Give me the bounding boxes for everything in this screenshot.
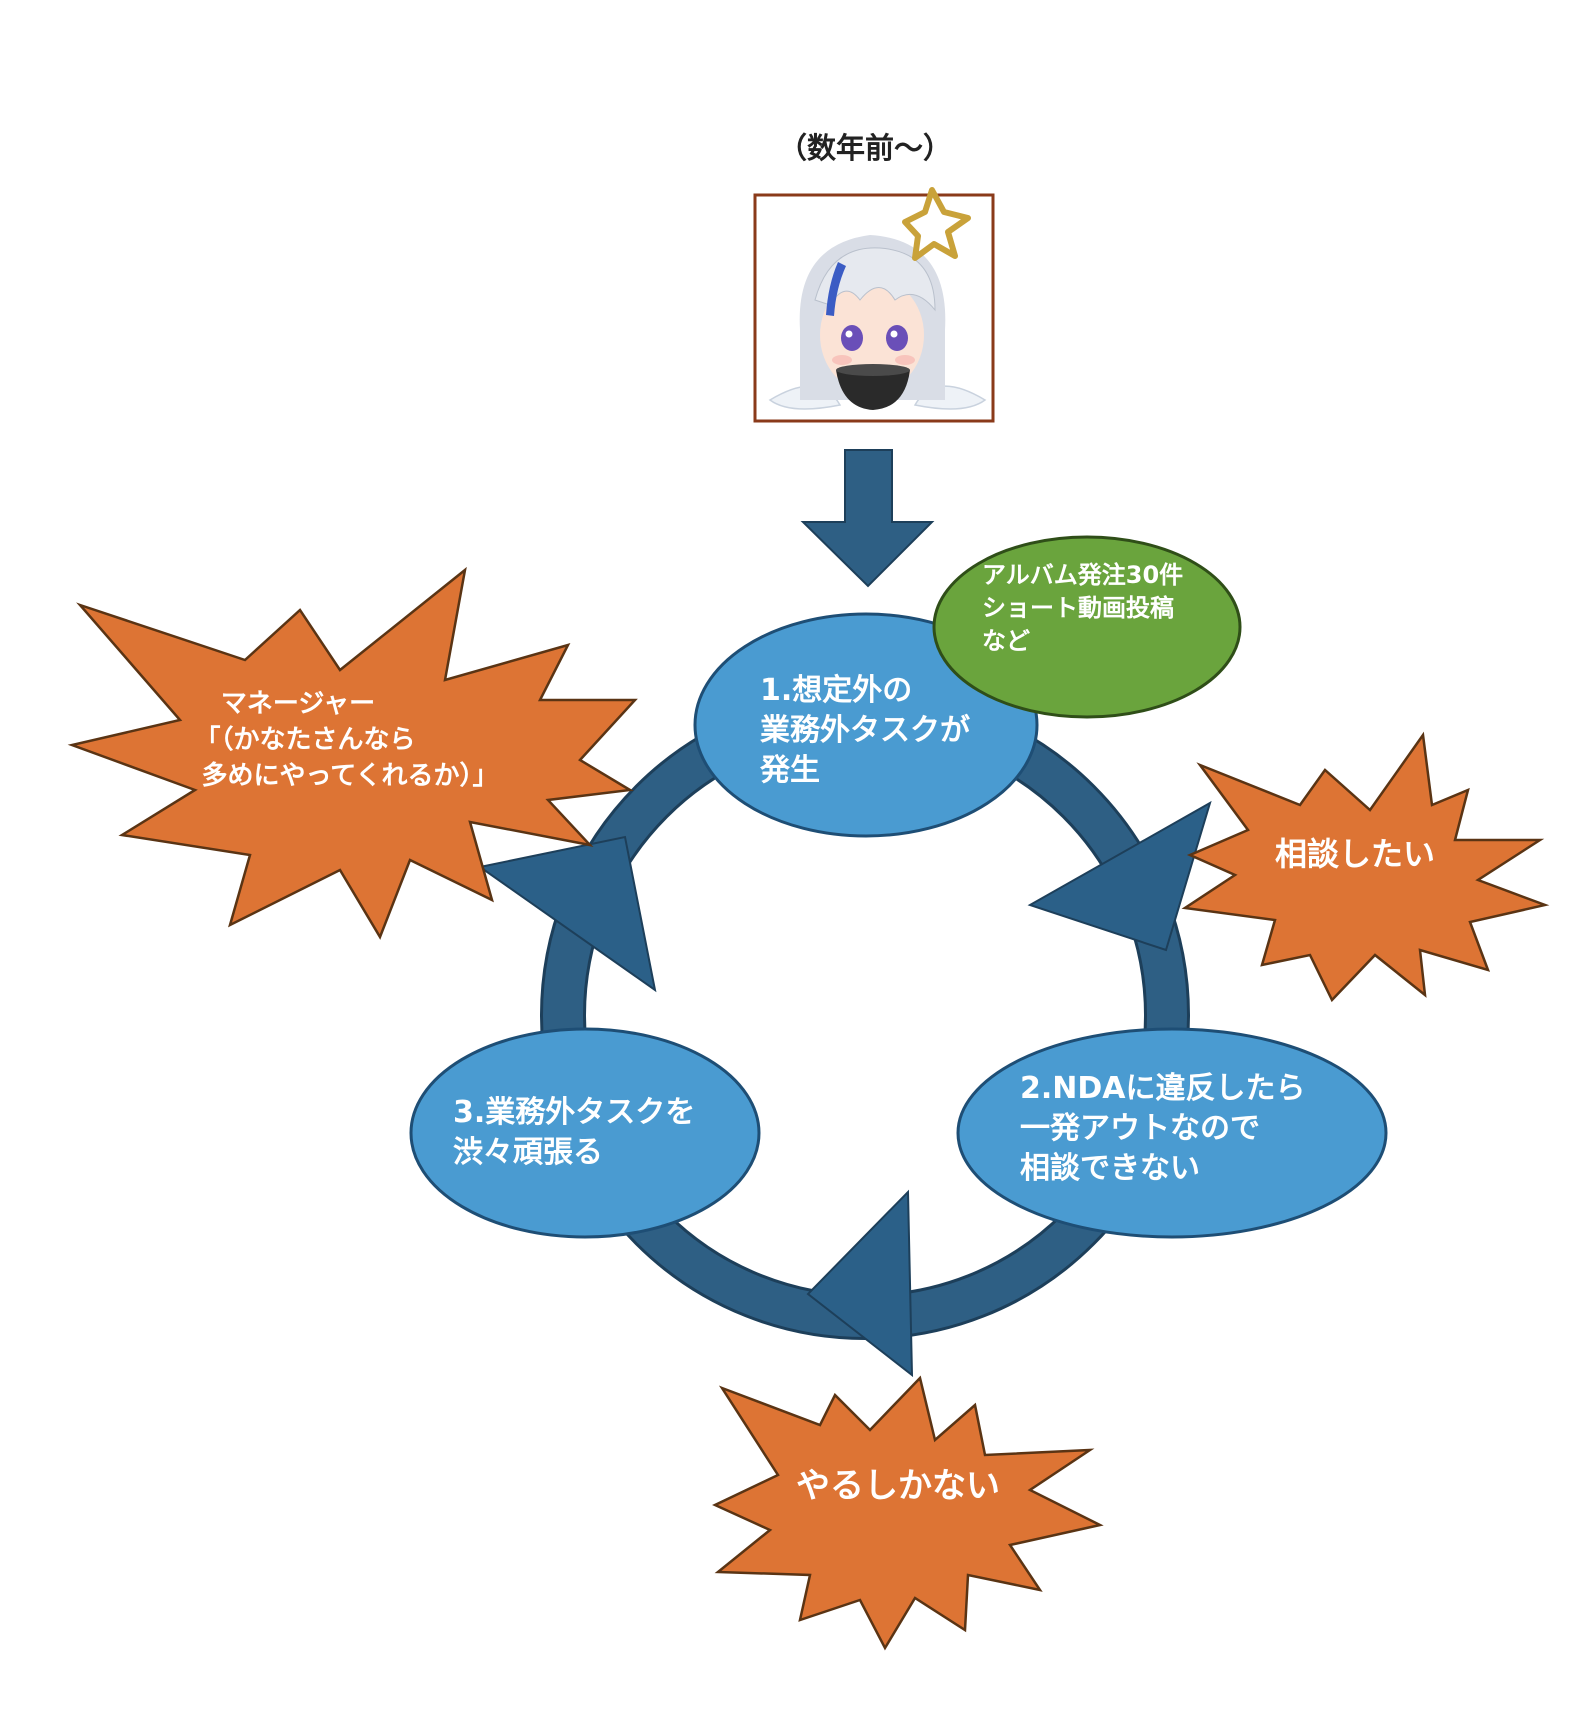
must-do-text: やるしかない xyxy=(796,1466,1000,1506)
cycle-arrowhead-right xyxy=(1027,800,1212,952)
manager-line-3: 多めにやってくれるか）」 xyxy=(202,761,499,791)
step-1-line-2: 業務外タスクが xyxy=(760,713,970,748)
manager-line-1: マネージャー xyxy=(221,689,375,719)
down-arrow xyxy=(800,449,935,588)
must-do-burst: やるしかない xyxy=(712,1375,1104,1651)
note-line-3: など xyxy=(982,627,1030,655)
example-note: アルバム発注30件 ショート動画投稿 など xyxy=(932,535,1242,719)
step-1-line-3: 発生 xyxy=(759,753,820,788)
note-line-1: アルバム発注30件 xyxy=(982,561,1183,589)
step-2-node: 2.NDAに違反したら 一発アウトなので 相談できない xyxy=(956,1027,1388,1239)
step-3-line-2: 渋々頑張る xyxy=(453,1135,603,1170)
manager-line-2: 「（かなたさんなら xyxy=(194,724,415,755)
header-title: （数年前〜） xyxy=(778,131,952,165)
consult-burst: 相談したい xyxy=(1181,731,1550,1003)
step-3-node: 3.業務外タスクを 渋々頑張る xyxy=(409,1027,761,1239)
cycle-arrowhead-left xyxy=(477,835,657,993)
character-portrait xyxy=(753,187,995,423)
consult-text: 相談したい xyxy=(1275,835,1435,873)
step-2-line-2: 一発アウトなので xyxy=(1020,1111,1260,1146)
step-3-line-1: 3.業務外タスクを xyxy=(453,1095,695,1130)
note-line-2: ショート動画投稿 xyxy=(982,594,1174,622)
step-2-line-1: 2.NDAに違反したら xyxy=(1020,1071,1306,1106)
step-2-line-3: 相談できない xyxy=(1020,1151,1200,1186)
manager-thought-burst: マネージャー 「（かなたさんなら 多めにやってくれるか）」 xyxy=(67,566,638,940)
step-1-line-1: 1.想定外の xyxy=(760,673,912,708)
cycle-arrowhead-bottom xyxy=(806,1189,914,1378)
